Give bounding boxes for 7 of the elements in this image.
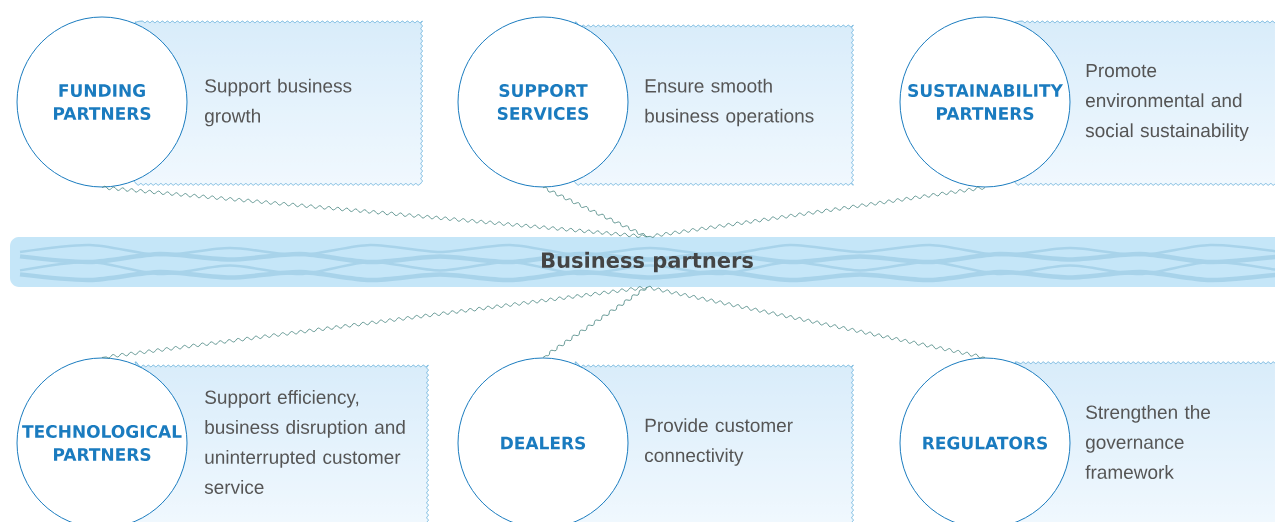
wavy-connector (542, 186, 648, 238)
wavy-connector (101, 286, 648, 359)
wavy-connector (542, 286, 648, 358)
wavy-connector (101, 185, 648, 238)
banner-band: Business partners (10, 237, 1275, 287)
wavy-connector (646, 186, 986, 238)
wavy-connector (646, 285, 986, 359)
